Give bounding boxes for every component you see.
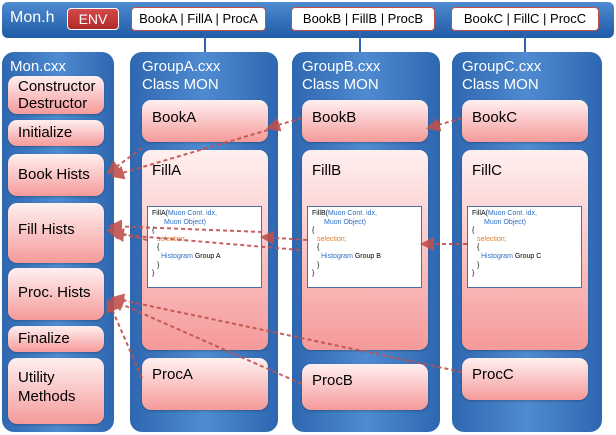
group-b-code: FillB(Muon Cont. idx, Muon Object) { sel… xyxy=(307,206,422,288)
mon-item-label: Utility Methods xyxy=(18,369,76,405)
code-group: Group B xyxy=(354,252,381,260)
code-sig: FillA( xyxy=(152,210,168,217)
code-args: Muon Object) xyxy=(324,218,367,226)
code-args: Muon Cont. idx, xyxy=(327,210,377,217)
mon-item-utility-methods: Utility Methods xyxy=(8,358,104,424)
code-line: } xyxy=(317,261,320,269)
code-line: } xyxy=(152,270,155,278)
proc-label: ProcC xyxy=(472,366,514,383)
arrow-fillb-filla xyxy=(260,230,308,245)
fill-label: FillB xyxy=(312,162,342,179)
group-b-title: GroupB.cxx Class MON xyxy=(302,58,381,93)
code-args: Muon Object) xyxy=(164,218,207,226)
group-a-title: GroupA.cxx Class MON xyxy=(142,58,221,93)
code-args: Muon Cont. idx, xyxy=(167,210,217,217)
mon-item-book-hists: Book Hists xyxy=(8,154,104,196)
code-line: } xyxy=(157,261,160,269)
group-c-proc: ProcC xyxy=(462,358,588,400)
arrow-fillc-fillhists xyxy=(110,228,301,251)
fill-label: FillC xyxy=(472,162,502,179)
code-group: Group A xyxy=(194,252,221,260)
code-line: { xyxy=(317,244,320,252)
arrow-bookb-bookhists xyxy=(110,129,269,180)
group-b-book: BookB xyxy=(302,100,428,142)
book-label: BookB xyxy=(312,109,357,126)
header-group-a: BookA | FillA | ProcA xyxy=(131,7,266,31)
code-sig: FillA( xyxy=(472,210,488,217)
arrow-filla-fillhists xyxy=(106,226,148,241)
group-c-book: BookC xyxy=(462,100,588,142)
code-selection: selection; xyxy=(477,235,507,243)
mon-item-constructor: Constructor Destructor xyxy=(8,76,104,114)
header-group-c: BookC | FillC | ProcC xyxy=(451,7,599,31)
group-a-book: BookA xyxy=(142,100,268,142)
mon-item-label: Constructor Destructor xyxy=(18,78,96,112)
mon-title: Mon.cxx xyxy=(10,58,66,75)
code-selection: selection; xyxy=(317,235,347,243)
header-title: Mon.h xyxy=(10,9,55,26)
mon-item-label: Proc. Hists xyxy=(18,284,91,301)
proc-label: ProcB xyxy=(312,372,353,389)
code-line: { xyxy=(472,227,475,235)
mon-item-label: Finalize xyxy=(18,330,70,347)
mon-item-fill-hists: Fill Hists xyxy=(8,203,104,263)
mon-item-finalize: Finalize xyxy=(8,326,104,352)
code-line: { xyxy=(157,244,160,252)
mon-item-label: Initialize xyxy=(18,124,73,141)
book-label: BookA xyxy=(152,109,197,126)
arrow-bookc-bookb xyxy=(426,117,463,132)
code-line: } xyxy=(477,261,480,269)
mon-item-initialize: Initialize xyxy=(8,120,104,146)
group-a-code: FillA(Muon Cont. idx, Muon Object) { sel… xyxy=(147,206,262,288)
arrow-fillb-fillhists xyxy=(108,219,263,234)
code-line: { xyxy=(477,244,480,252)
fill-label: FillA xyxy=(152,162,182,179)
code-sig: FillB( xyxy=(312,210,328,217)
code-line: } xyxy=(472,270,475,278)
code-args: Muon Object) xyxy=(484,218,527,226)
code-line: { xyxy=(312,227,315,235)
mon-item-label: Book Hists xyxy=(18,166,90,183)
code-args: Muon Cont. idx, xyxy=(487,210,537,217)
arrow-procc-prochists xyxy=(110,293,463,373)
code-histogram: Histogram xyxy=(321,252,353,260)
code-histogram: Histogram xyxy=(481,252,513,260)
mon-item-label: Fill Hists xyxy=(18,221,75,238)
code-histogram: Histogram xyxy=(161,252,193,260)
arrow-procb-prochists xyxy=(110,298,303,385)
group-b-proc: ProcB xyxy=(302,364,428,410)
code-line: { xyxy=(152,227,155,235)
arrow-bookb-booka xyxy=(266,117,303,132)
mon-item-proc-hists: Proc. Hists xyxy=(8,268,104,320)
group-c-code: FillA(Muon Cont. idx, Muon Object) { sel… xyxy=(467,206,582,288)
group-a-proc: ProcA xyxy=(142,358,268,410)
code-group: Group C xyxy=(514,252,542,260)
arrow-proca-prochists xyxy=(106,298,143,379)
group-c-title: GroupC.cxx Class MON xyxy=(462,58,542,93)
proc-label: ProcA xyxy=(152,366,193,383)
book-label: BookC xyxy=(472,109,518,126)
env-badge: ENV xyxy=(67,8,119,30)
header-group-b: BookB | FillB | ProcB xyxy=(291,7,435,31)
code-line: } xyxy=(312,270,315,278)
